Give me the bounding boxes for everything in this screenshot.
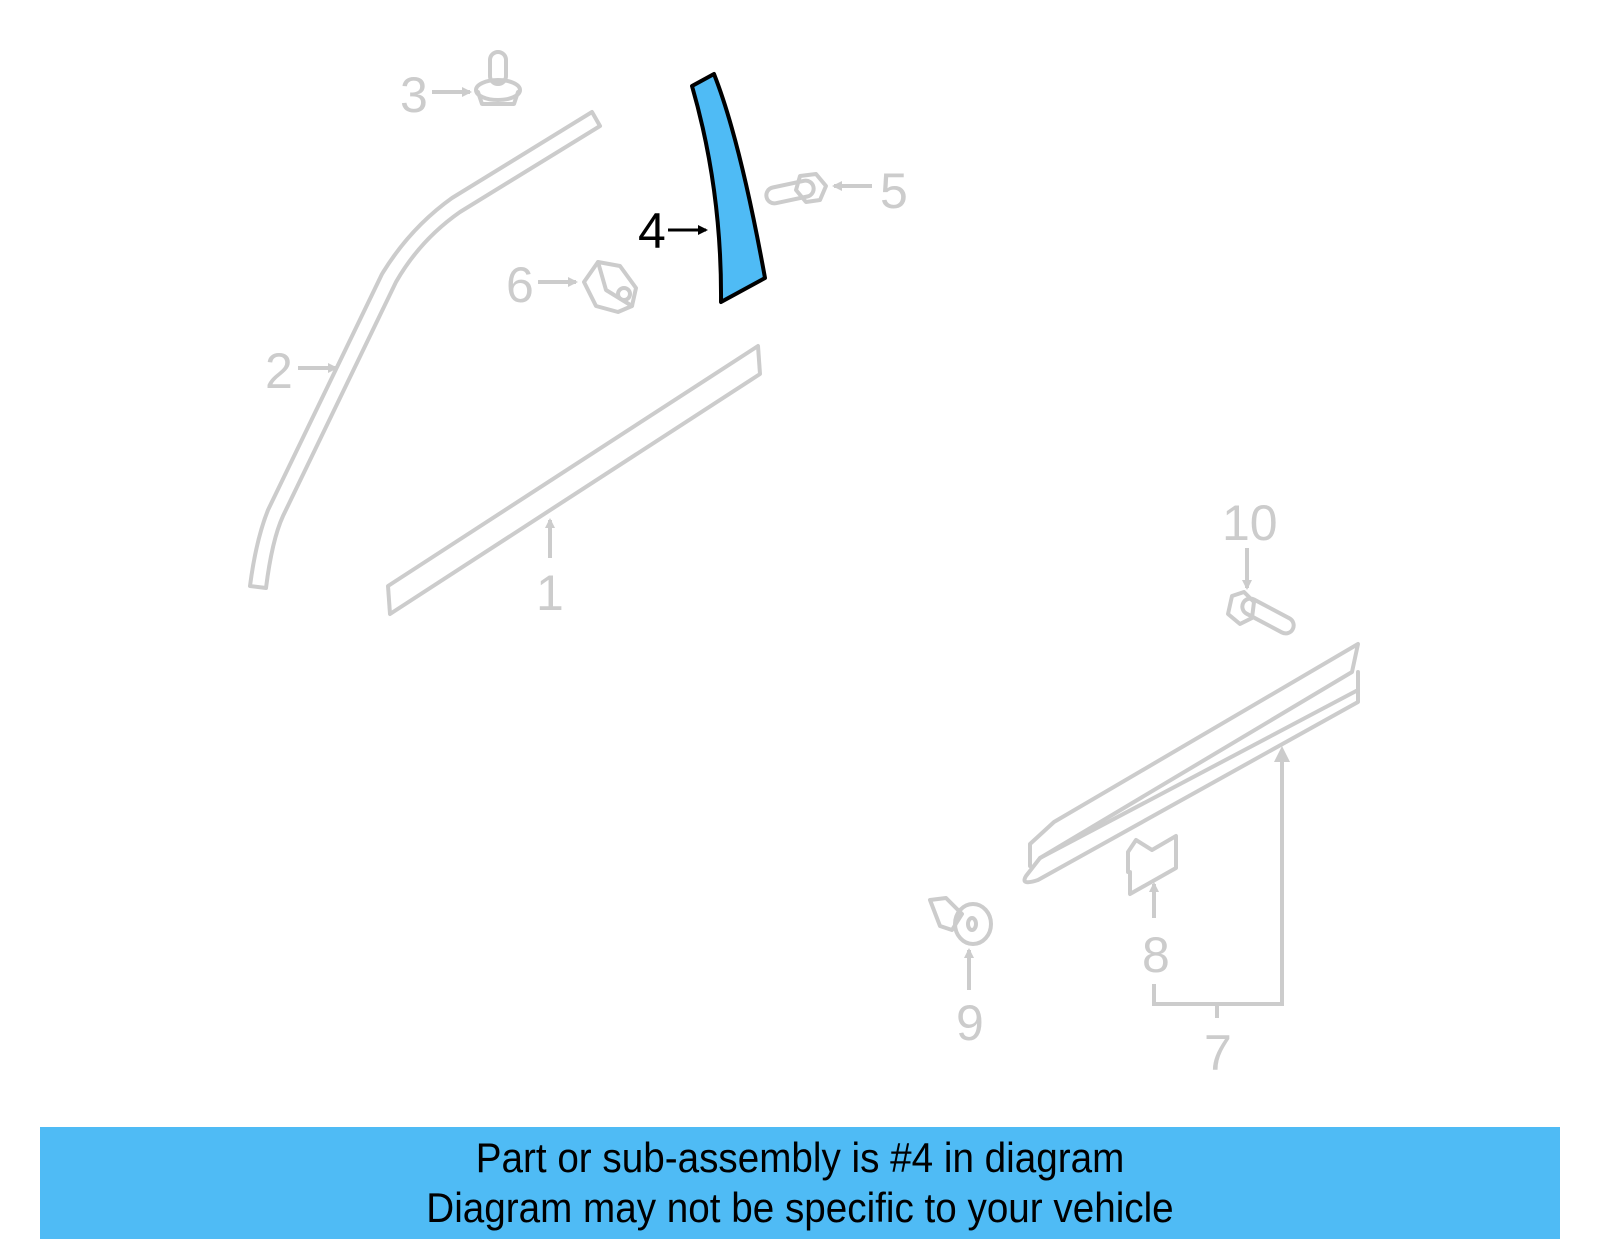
svg-text:7: 7 xyxy=(1204,1025,1232,1081)
svg-text:6: 6 xyxy=(506,257,534,313)
part-8-bracket-icon xyxy=(1126,834,1178,896)
callout-3: 3 xyxy=(400,67,472,123)
part-3-bolt-icon xyxy=(474,50,522,106)
svg-text:8: 8 xyxy=(1142,927,1170,983)
callout-10: 10 xyxy=(1222,495,1278,590)
svg-text:3: 3 xyxy=(400,67,428,123)
callout-2: 2 xyxy=(265,343,338,399)
callout-5: 5 xyxy=(832,163,908,219)
part-2-upper-molding xyxy=(248,110,602,590)
part-1-belt-molding xyxy=(386,344,762,616)
part-6-clip-icon xyxy=(582,260,638,314)
info-banner: Part or sub-assembly is #4 in diagram Di… xyxy=(40,1127,1560,1239)
banner-line-2: Diagram may not be specific to your vehi… xyxy=(426,1184,1174,1231)
callout-9: 9 xyxy=(956,948,984,1051)
svg-text:2: 2 xyxy=(265,343,293,399)
svg-text:9: 9 xyxy=(956,995,984,1051)
part-5-bolt-icon xyxy=(764,172,828,206)
svg-text:1: 1 xyxy=(536,565,564,621)
callout-6: 6 xyxy=(506,257,578,313)
svg-text:5: 5 xyxy=(880,163,908,219)
part-9-clip-icon xyxy=(928,896,993,946)
part-4-pillar-applique xyxy=(690,72,767,304)
svg-text:4: 4 xyxy=(638,203,666,259)
part-10-bolt-icon xyxy=(1226,590,1296,636)
callout-1: 1 xyxy=(536,518,564,621)
svg-text:10: 10 xyxy=(1222,495,1278,551)
callout-7: 7 xyxy=(1152,746,1290,1081)
callout-8: 8 xyxy=(1142,882,1170,983)
part-7-rocker-molding xyxy=(1022,642,1360,885)
banner-line-1: Part or sub-assembly is #4 in diagram xyxy=(475,1134,1125,1181)
callout-4[interactable]: 4 xyxy=(638,203,708,259)
